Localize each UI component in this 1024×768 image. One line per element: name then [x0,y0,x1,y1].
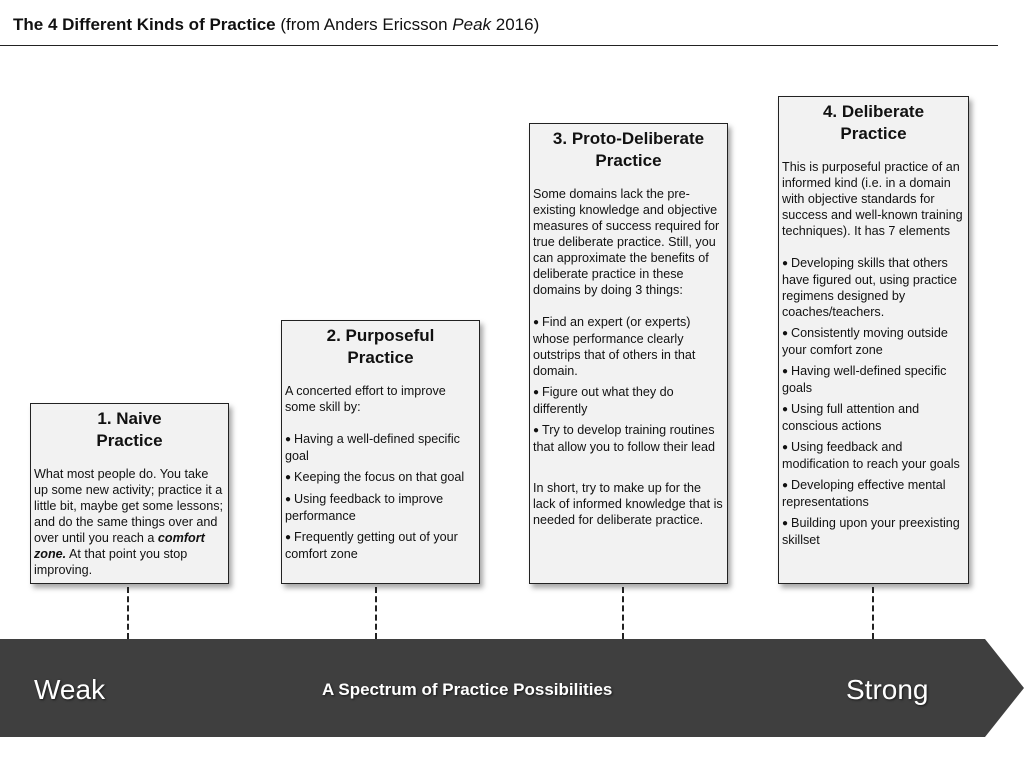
page-title: The 4 Different Kinds of Practice (from … [13,15,539,35]
card-description-text-end: At that point you stop improving. [34,547,188,577]
card-bullet-list: Having a well-defined specific goal Keep… [285,431,476,562]
card-description: This is purposeful practice of an inform… [782,160,963,238]
title-book: Peak [452,15,492,34]
connector-purposeful [375,587,377,639]
list-item: Find an expert (or experts) whose perfor… [533,314,724,379]
connector-proto-deliberate [622,587,624,639]
spectrum-strong-label: Strong [846,674,929,705]
list-item: Keeping the focus on that goal [285,469,476,486]
list-item: Frequently getting out of your comfort z… [285,529,476,562]
card-description: A concerted effort to improve some skill… [285,384,446,414]
card-heading: 3. Proto-Deliberate Practice [552,129,705,170]
spectrum-arrow [0,639,1024,737]
comfort-zone-emphasis: comfort zone. [34,531,205,561]
card-heading: 2. Purposeful Practice [326,326,435,367]
title-divider [0,45,998,46]
list-item: Using feedback and modification to reach… [782,439,965,472]
card-heading: 4. Deliberate Practice [822,102,925,143]
connector-deliberate [872,587,874,639]
title-main: The 4 Different Kinds of Practice [13,15,276,34]
list-item: Having a well-defined specific goal [285,431,476,464]
card-description-text: What most people do. You take up some ne… [34,467,223,545]
card-description: What most people do. You take up some ne… [34,466,225,578]
list-item: Developing effective mental representati… [782,477,965,510]
list-item: Using feedback to improve performance [285,491,476,524]
card-deliberate-practice: 4. Deliberate Practice This is purposefu… [778,96,969,584]
spectrum-center-label: A Spectrum of Practice Possibilities [322,680,613,699]
card-bullet-list: Developing skills that others have figur… [782,255,965,548]
list-item: Consistently moving outside your comfort… [782,325,965,358]
list-item: Developing skills that others have figur… [782,255,965,320]
card-proto-deliberate-practice: 3. Proto-Deliberate Practice Some domain… [529,123,728,584]
card-bullet-list: Find an expert (or experts) whose perfor… [533,314,724,455]
list-item: Building upon your preexisting skillset [782,515,965,548]
list-item: Try to develop training routines that al… [533,422,724,455]
card-purposeful-practice: 2. Purposeful Practice A concerted effor… [281,320,480,584]
title-source-suffix: 2016) [491,15,540,34]
card-summary: In short, try to make up for the lack of… [533,481,723,527]
title-source-prefix: (from Anders Ericsson [275,15,453,34]
list-item: Having well-defined specific goals [782,363,965,396]
spectrum-arrow-shape [0,639,1024,737]
list-item: Figure out what they do differently [533,384,724,417]
list-item: Using full attention and conscious actio… [782,401,965,434]
card-naive-practice: 1. Naive Practice What most people do. Y… [30,403,229,584]
connector-naive [127,587,129,639]
card-heading: 1. Naive Practice [96,409,163,450]
spectrum-weak-label: Weak [34,674,106,705]
card-description: Some domains lack the pre-existing knowl… [533,187,720,297]
